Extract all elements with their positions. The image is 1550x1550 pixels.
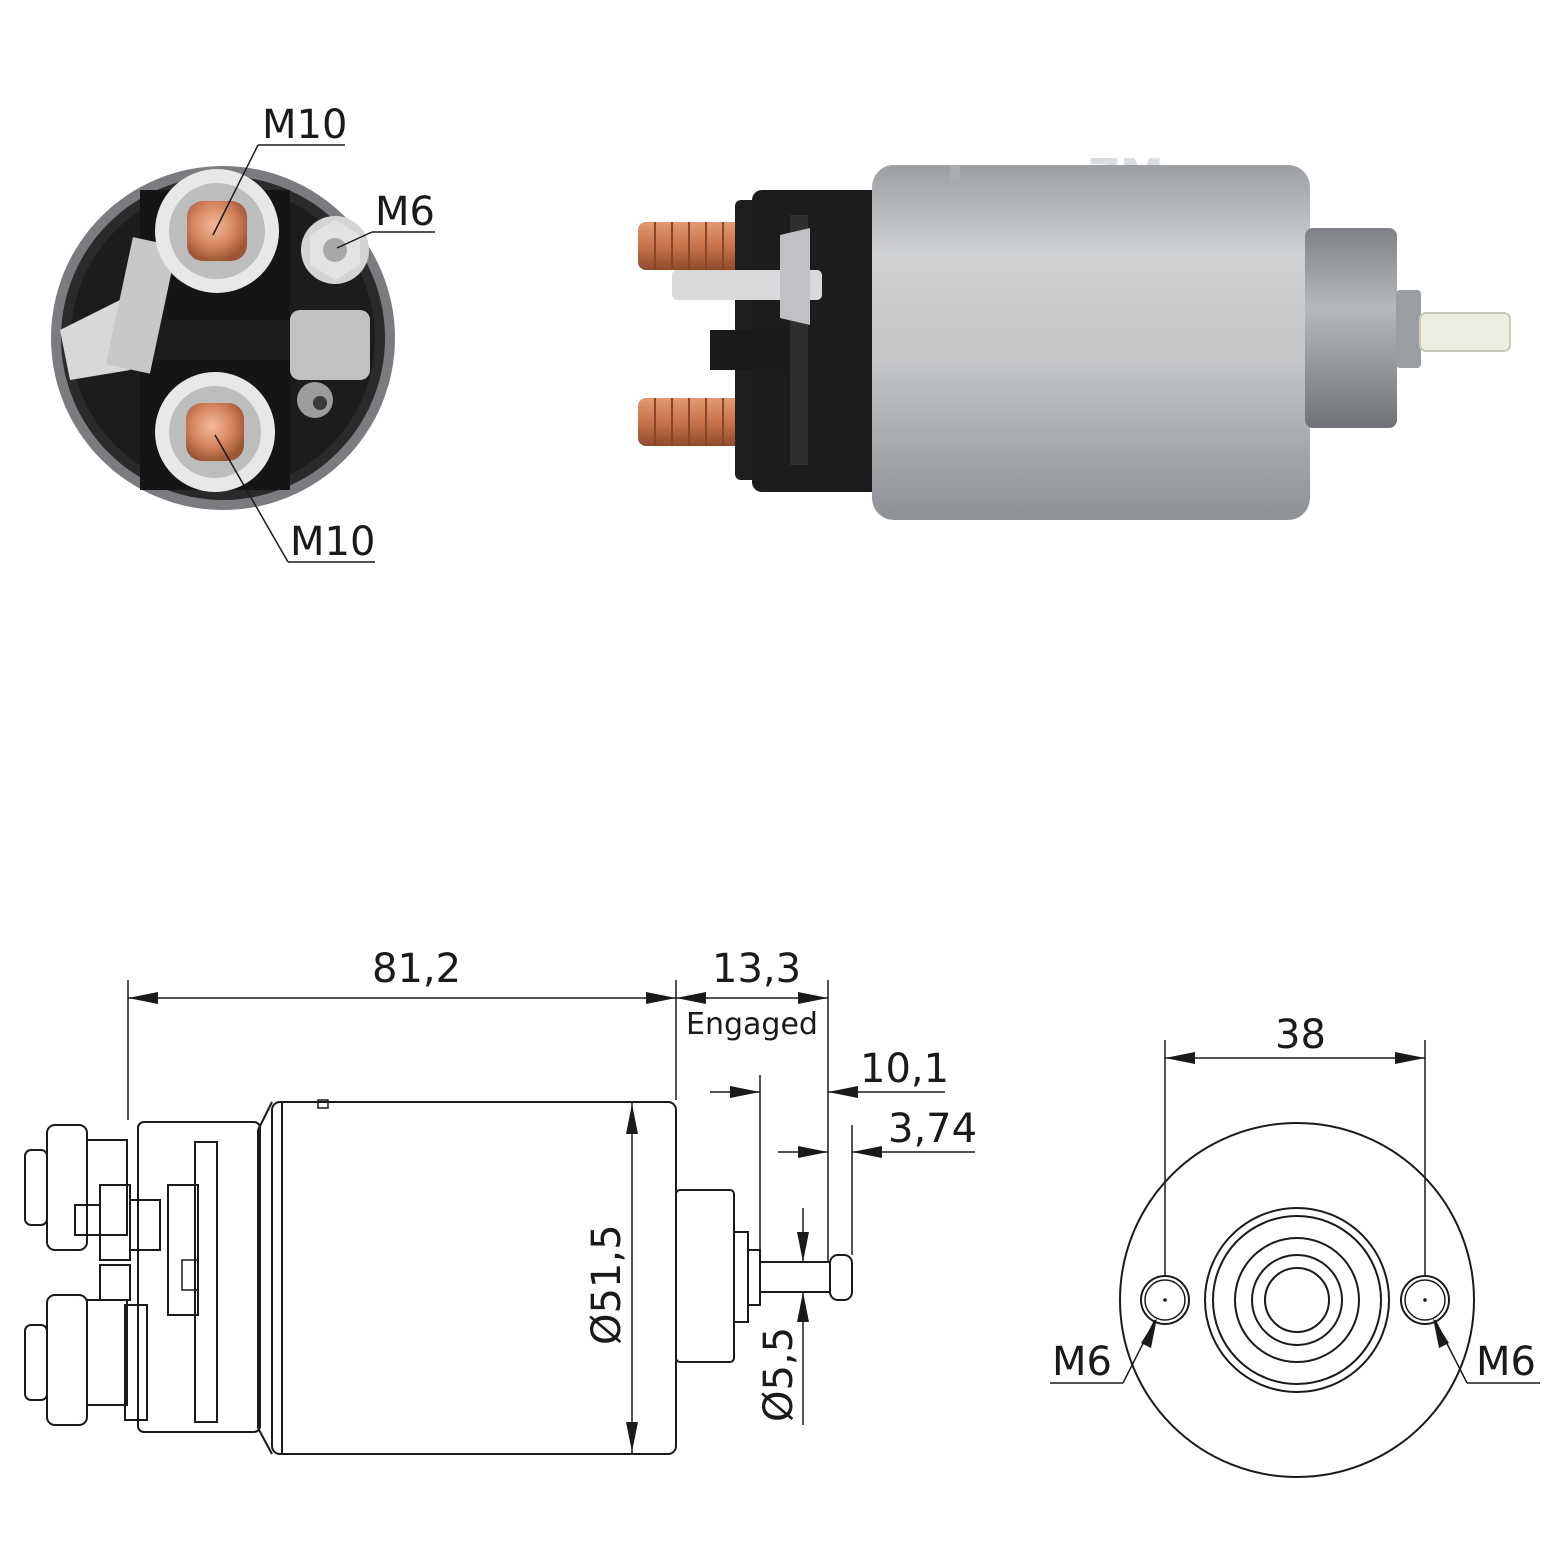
dimensions-side: 81,2 13,3 Engaged 10,1 3,74 Ø51,5 Ø5,5: [127, 946, 977, 1454]
label-m6-photo: M6: [375, 189, 435, 235]
label-m6-right: M6: [1476, 1339, 1536, 1385]
label-m6-left: M6: [1052, 1339, 1112, 1385]
dim-stroke: 13,3: [712, 946, 801, 992]
dim-hole-spacing: 38: [1275, 1012, 1326, 1058]
dim-tip: 3,74: [888, 1106, 977, 1152]
drawing-nose: [675, 1189, 735, 1363]
drawing-end-view: [1119, 1122, 1475, 1478]
photo-callouts: M10 M6 M10: [212, 102, 435, 565]
end-view-outline: [1119, 1122, 1475, 1478]
label-m10-top: M10: [262, 102, 347, 148]
steel-housing: [872, 165, 1310, 520]
dim-length: 81,2: [372, 946, 461, 992]
photo-side-view: [638, 165, 1511, 520]
label-m10-bottom: M10: [290, 519, 375, 565]
copper-stud-top: [638, 222, 748, 270]
dim-body-diameter: Ø51,5: [584, 1224, 630, 1345]
plunger-tip: [1419, 312, 1511, 352]
copper-stud-bottom: [638, 398, 748, 446]
drawing-plunger: [759, 1261, 831, 1293]
dimensions-end: 38 M6 M6: [1050, 1012, 1540, 1385]
dim-offset: 10,1: [860, 1046, 949, 1092]
dim-stroke-note: Engaged: [686, 1007, 818, 1042]
photo-end-view: [51, 166, 395, 510]
dim-plunger-diameter: Ø5,5: [756, 1327, 802, 1422]
housing-nose: [1305, 228, 1397, 428]
drawing-side-view: [24, 1099, 853, 1455]
